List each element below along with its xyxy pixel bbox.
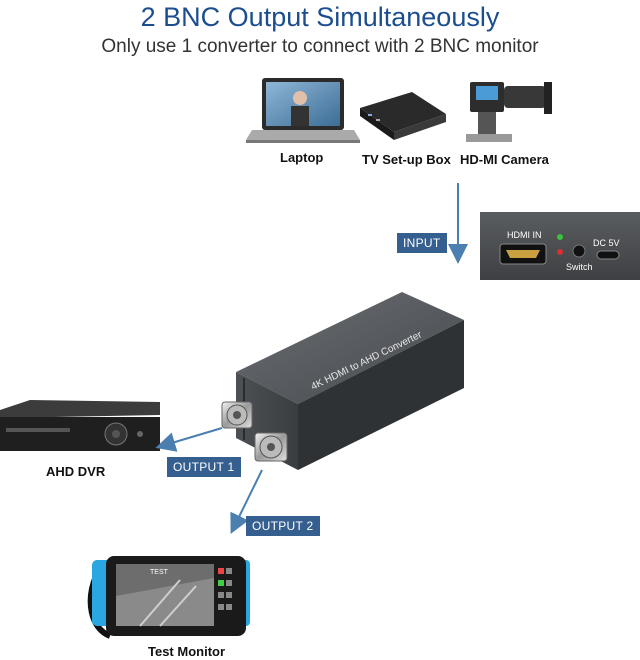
tv-box-icon [360, 92, 446, 140]
bnc-connector-1-icon [221, 401, 253, 429]
switch-label: Switch [566, 262, 593, 272]
led-green-icon [557, 234, 563, 240]
camera-icon [466, 82, 552, 142]
input-tag: INPUT [397, 233, 447, 253]
led-red-icon [557, 249, 563, 255]
camera-label: HD-MI Camera [460, 152, 549, 167]
laptop-label: Laptop [280, 150, 324, 165]
dc-port-icon [596, 250, 620, 260]
port-panel [480, 212, 640, 280]
page-title: 2 BNC Output Simultaneously [140, 2, 500, 32]
output1-tag: OUTPUT 1 [167, 457, 241, 477]
converter-icon [221, 292, 464, 470]
test-monitor-icon [87, 556, 250, 639]
monitor-label: Test Monitor [148, 644, 226, 659]
hdmi-in-label: HDMI IN [507, 230, 542, 240]
dvr-icon [0, 400, 160, 451]
bnc-connector-2-icon [254, 432, 288, 462]
monitor-screen-text: TEST [150, 569, 169, 576]
page-subtitle: Only use 1 converter to connect with 2 B… [101, 36, 539, 57]
output1-arrow [155, 427, 223, 452]
dc-label: DC 5V [593, 238, 620, 248]
tv-box-label: TV Set-up Box [362, 152, 451, 167]
switch-button-icon [572, 244, 586, 258]
output2-tag: OUTPUT 2 [246, 516, 320, 536]
dvr-label: AHD DVR [46, 464, 106, 479]
output2-arrow [230, 469, 263, 534]
laptop-icon [246, 78, 360, 143]
